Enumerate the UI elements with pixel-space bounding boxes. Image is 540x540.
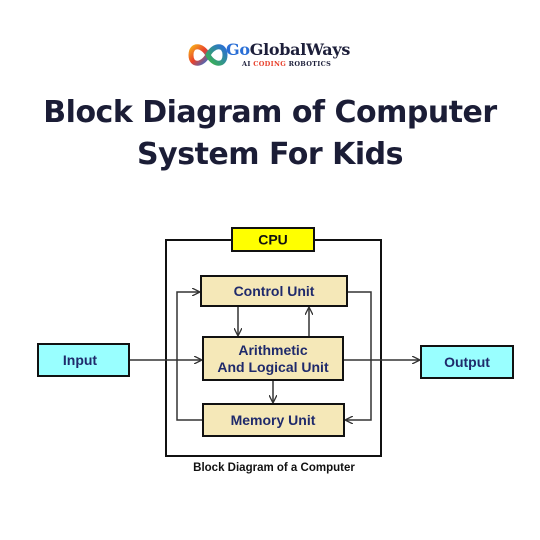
cpu-label: CPU (258, 232, 288, 248)
logo-infinity-icon (188, 44, 228, 66)
input-label: Input (63, 352, 98, 368)
input-box (37, 343, 130, 377)
title-line-1: Block Diagram of Computer (43, 95, 497, 130)
alu-label-line-2: And Logical Unit (217, 359, 329, 375)
memory-unit-box (202, 403, 345, 437)
output-box (420, 345, 514, 379)
alu-box (202, 336, 344, 381)
memory-unit-label: Memory Unit (231, 412, 316, 428)
diagram-caption: Block Diagram of a Computer (193, 462, 355, 474)
cpu-tag (231, 227, 315, 252)
arrow-control-to-memory (346, 291, 372, 420)
title-line-2: System For Kids (137, 137, 403, 172)
control-unit-label: Control Unit (234, 283, 315, 299)
brand-logo: GoGlobalWays AI CODING ROBOTICS (188, 36, 358, 76)
control-unit-box (200, 275, 348, 307)
arrow-memory-to-control (176, 292, 202, 421)
output-label: Output (444, 354, 490, 370)
alu-label-line-1: Arithmetic (238, 342, 307, 358)
brand-name: GoGlobalWays (226, 40, 351, 59)
page-title: Block Diagram of Computer System For Kid… (0, 92, 540, 176)
brand-tagline: AI CODING ROBOTICS (242, 60, 332, 68)
